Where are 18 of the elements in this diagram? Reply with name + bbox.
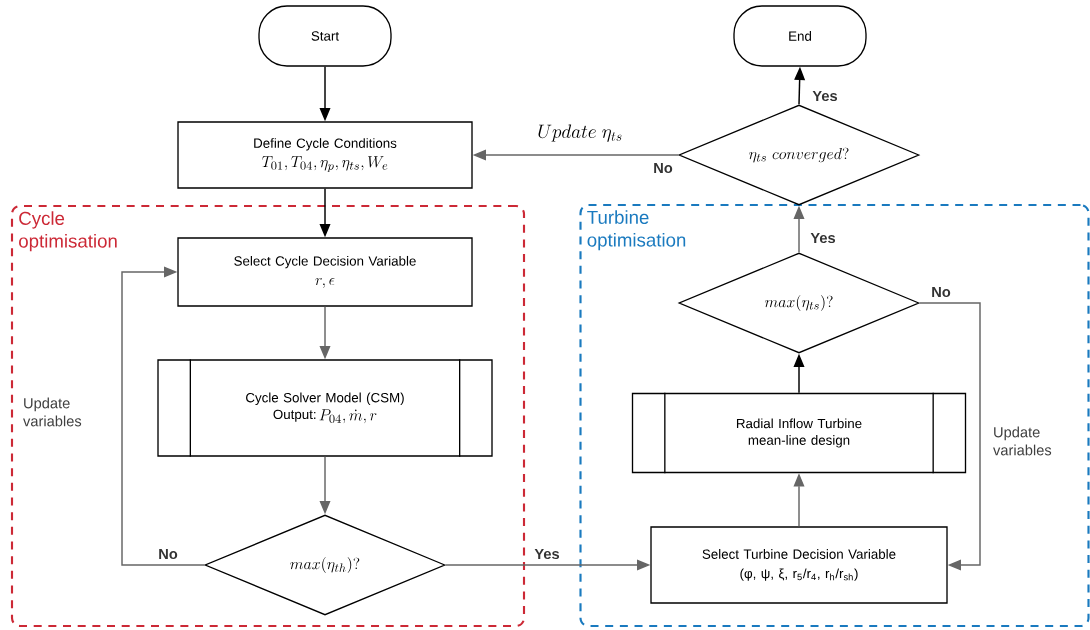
edge-label: Yes [534,548,560,560]
edge-label: No [654,162,673,174]
note-text: Update variables [23,397,82,427]
terminal-box: End [733,5,867,67]
arrow [918,302,981,571]
arrow [121,266,206,566]
subprocess-box: Cycle Solver Model (CSM) Output: $P_{04}, \dot{m}, r$ [157,358,493,458]
edge-label: Yes [812,90,838,102]
process-box: Select Cycle Decision Variable $r, \epsilon$ [177,237,473,307]
edge-label: No [932,286,951,298]
process-box: Define Cycle Conditions $T_{01}, T_{04}, \eta_p, \eta_{ts}, W_e$ [177,121,473,189]
update-label: $Update\ \eta_{ts}$ [538,124,622,142]
note-text: Update variables [993,426,1052,456]
terminal-box: Start [258,5,392,67]
process-box: Select Turbine Decision Variable (φ, ψ, ξ, r$_{5}$/r$_{4}$, r$_{h}$/r$_{sh}$) [650,526,948,604]
edge-label: No [159,548,178,560]
edge-label: Yes [810,232,836,244]
subprocess-box: Radial Inflow Turbine mean-line design [631,392,967,474]
